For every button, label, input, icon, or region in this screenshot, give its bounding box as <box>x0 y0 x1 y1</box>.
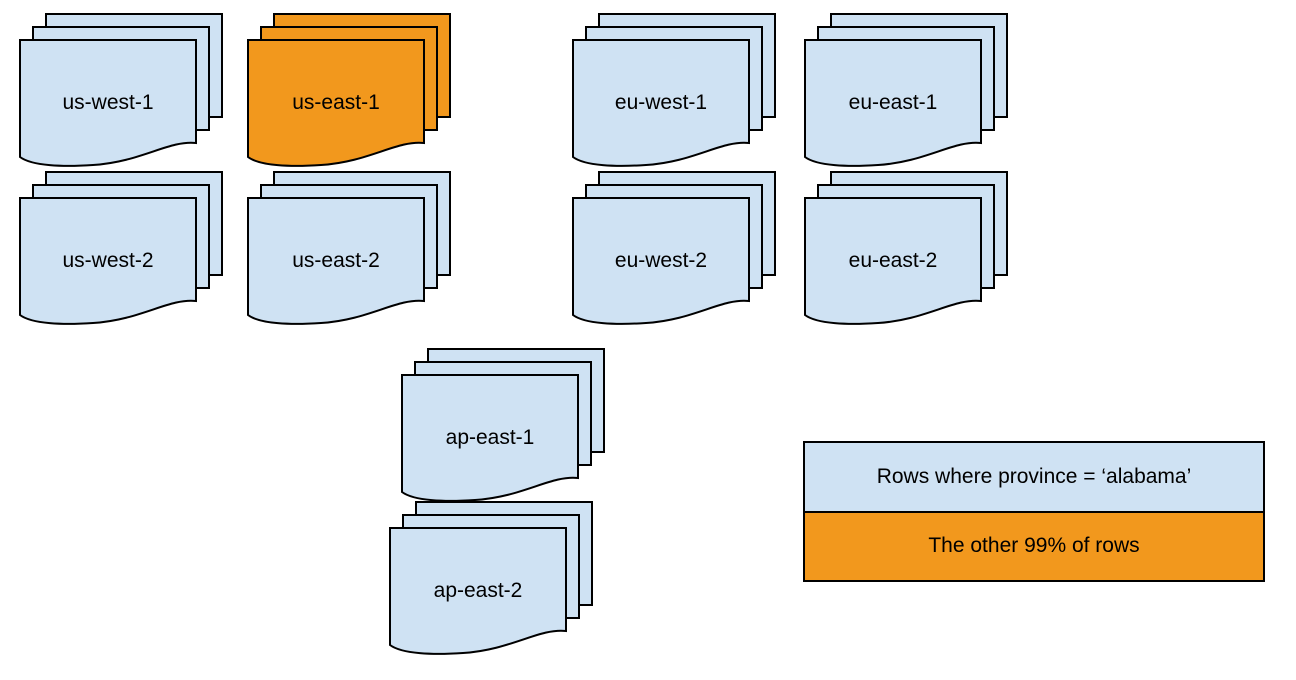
legend-row-other: The other 99% of rows <box>805 510 1263 580</box>
multi-document-icon: ap-east-1 <box>401 348 605 502</box>
front-document <box>804 197 982 325</box>
legend: Rows where province = ‘alabama’ The othe… <box>803 441 1265 582</box>
front-document <box>247 39 425 167</box>
legend-row-alabama: Rows where province = ‘alabama’ <box>805 443 1263 511</box>
front-document <box>804 39 982 167</box>
front-document <box>247 197 425 325</box>
region-stack-us-east-2: us-east-2 <box>247 171 451 329</box>
stack-label: us-east-2 <box>292 249 380 272</box>
multi-document-icon: ap-east-2 <box>389 501 593 655</box>
front-document <box>572 39 750 167</box>
stack-label: eu-west-1 <box>615 91 707 114</box>
multi-document-icon: eu-east-1 <box>804 13 1008 167</box>
region-stack-eu-east-2: eu-east-2 <box>804 171 1008 329</box>
front-document <box>572 197 750 325</box>
region-stack-ap-east-2: ap-east-2 <box>389 501 593 659</box>
multi-document-icon: us-west-1 <box>19 13 223 167</box>
multi-document-icon: us-east-2 <box>247 171 451 325</box>
multi-document-icon: eu-east-2 <box>804 171 1008 325</box>
stack-label: eu-west-2 <box>615 249 707 272</box>
multi-document-icon: us-west-2 <box>19 171 223 325</box>
multi-document-icon: us-east-1 <box>247 13 451 167</box>
legend-label-other: The other 99% of rows <box>928 534 1140 558</box>
stack-label: us-west-2 <box>62 249 153 272</box>
stack-label: us-east-1 <box>292 91 380 114</box>
front-document <box>19 197 197 325</box>
stack-label: eu-east-2 <box>849 249 938 272</box>
region-stack-eu-east-1: eu-east-1 <box>804 13 1008 171</box>
front-document <box>389 527 567 655</box>
stack-label: eu-east-1 <box>849 91 938 114</box>
stack-label: ap-east-1 <box>446 426 535 449</box>
front-document <box>19 39 197 167</box>
region-stack-us-west-2: us-west-2 <box>19 171 223 329</box>
region-stack-us-west-1: us-west-1 <box>19 13 223 171</box>
front-document <box>401 374 579 502</box>
stack-label: ap-east-2 <box>434 579 523 602</box>
region-stack-us-east-1: us-east-1 <box>247 13 451 171</box>
legend-label-alabama: Rows where province = ‘alabama’ <box>876 464 1192 488</box>
region-stack-ap-east-1: ap-east-1 <box>401 348 605 506</box>
region-stack-eu-west-2: eu-west-2 <box>572 171 776 329</box>
multi-document-icon: eu-west-1 <box>572 13 776 167</box>
region-stack-eu-west-1: eu-west-1 <box>572 13 776 171</box>
stack-label: us-west-1 <box>62 91 153 114</box>
multi-document-icon: eu-west-2 <box>572 171 776 325</box>
